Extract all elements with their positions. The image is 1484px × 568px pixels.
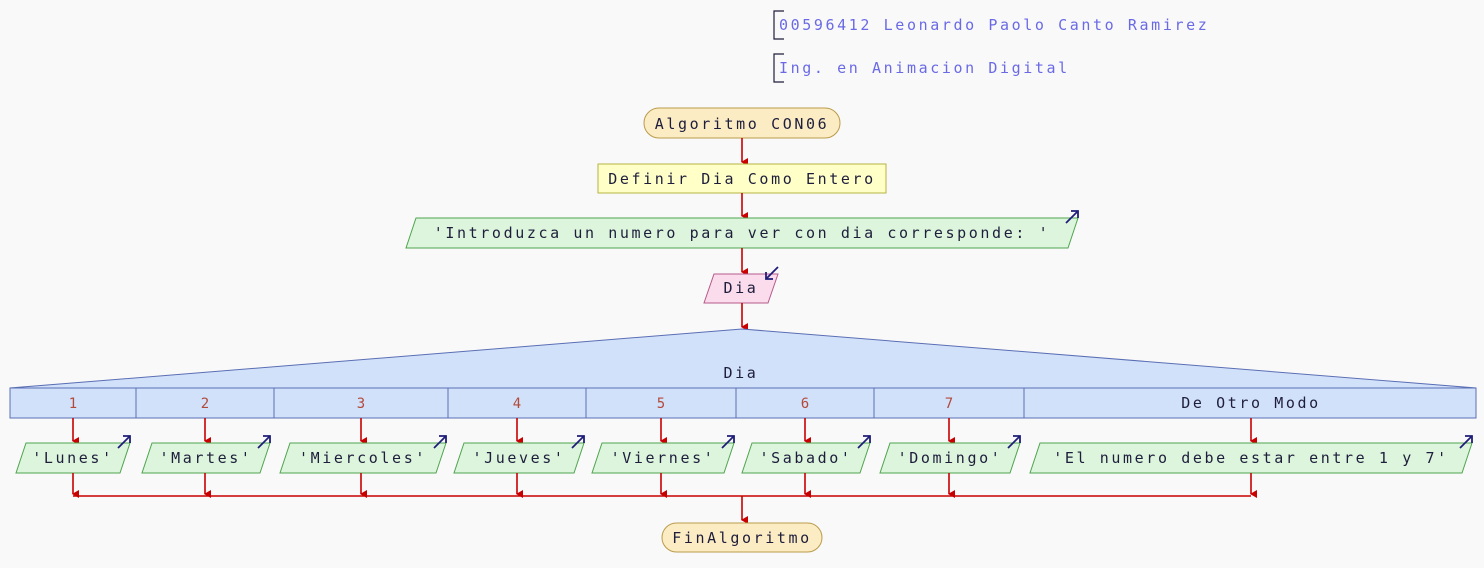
prompt-output: 'Introduzca un numero para ver con dia c…: [405, 210, 1079, 249]
output-arrow-icon: [857, 435, 871, 449]
define-process: Definir Dia Como Entero: [597, 163, 887, 194]
output-arrow-icon: [1007, 435, 1021, 449]
case-output: 'Jueves': [453, 435, 585, 474]
output-shape: [591, 442, 735, 474]
prompt-output-shape: [405, 217, 1079, 249]
case-output: 'Viernes': [591, 435, 735, 474]
output-shape: [879, 442, 1021, 474]
case-output: 'Martes': [141, 435, 271, 474]
input-arrow-icon: [765, 266, 779, 280]
comment-program: Ing. en Animacion Digital: [773, 53, 1070, 83]
case-label: 7: [945, 396, 953, 412]
output-arrow-icon: [571, 435, 585, 449]
read-input: Dia: [703, 266, 779, 304]
comment-author: 00596412 Leonardo Paolo Canto Ramirez: [773, 10, 1209, 40]
case-branches: 'Lunes' 'Martes' 'Miercoles' 'Jueves' 'Viern…: [15, 418, 1473, 498]
output-arrow-icon: [721, 435, 735, 449]
prompt-output-label: 'Introduzca un numero para ver con dia c…: [434, 224, 1050, 242]
case-output: 'Sabado': [741, 435, 871, 474]
output-arrow-icon: [1065, 210, 1079, 224]
case-label: 6: [801, 396, 809, 412]
end-terminal: FinAlgoritmo: [661, 522, 823, 553]
comment-program-text: Ing. en Animacion Digital: [779, 59, 1070, 77]
output-label: 'Viernes': [611, 449, 716, 467]
read-input-label: Dia: [724, 279, 759, 297]
end-terminal-shape: [661, 522, 823, 553]
default-output: 'El numero debe estar entre 1 y 7': [1029, 435, 1473, 474]
start-terminal-label: Algoritmo CON06: [655, 115, 829, 133]
output-shape: [1029, 442, 1473, 474]
read-input-shape: [703, 273, 779, 304]
output-shape: [279, 442, 447, 474]
define-process-shape: [597, 163, 887, 194]
case-label: 5: [657, 396, 665, 412]
case-default-label: De Otro Modo: [1181, 394, 1321, 412]
output-arrow-icon: [257, 435, 271, 449]
output-shape: [741, 442, 871, 474]
case-label: 3: [357, 396, 365, 412]
output-arrow-icon: [1459, 435, 1473, 449]
output-shape: [141, 442, 271, 474]
switch-block: Dia 1 2 3 4 5 6 7 De Otro Modo: [9, 328, 1477, 419]
end-terminal-label: FinAlgoritmo: [672, 529, 812, 547]
output-arrow-icon: [433, 435, 447, 449]
output-label: 'El numero debe estar entre 1 y 7': [1053, 449, 1448, 467]
case-output: 'Domingo': [879, 435, 1021, 474]
case-output: 'Miercoles': [279, 435, 447, 474]
case-output: 'Lunes': [15, 435, 131, 474]
switch-variable: Dia: [724, 364, 759, 382]
comment-author-text: 00596412 Leonardo Paolo Canto Ramirez: [779, 16, 1209, 34]
case-label: 4: [513, 396, 521, 412]
output-shape: [453, 442, 585, 474]
output-label: 'Domingo': [898, 449, 1003, 467]
output-arrow-icon: [117, 435, 131, 449]
case-label: 2: [201, 396, 209, 412]
start-terminal: Algoritmo CON06: [643, 107, 841, 139]
output-label: 'Sabado': [759, 449, 852, 467]
case-headers: 1 2 3 4 5 6 7 De Otro Modo: [69, 388, 1321, 418]
define-process-label: Definir Dia Como Entero: [608, 170, 876, 188]
case-label: 1: [69, 396, 77, 412]
output-label: 'Lunes': [32, 449, 113, 467]
output-shape: [15, 442, 131, 474]
output-label: 'Miercoles': [299, 449, 427, 467]
switch-shape: [9, 328, 1477, 419]
output-label: 'Martes': [159, 449, 252, 467]
output-label: 'Jueves': [472, 449, 565, 467]
